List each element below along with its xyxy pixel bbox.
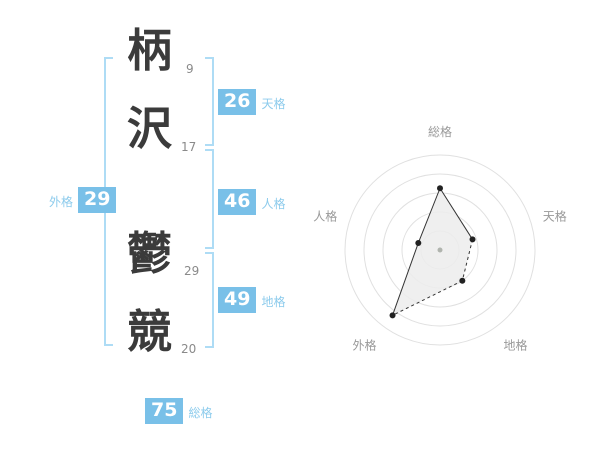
data-point — [469, 236, 476, 243]
grid-ring — [363, 173, 517, 327]
data-point — [415, 239, 422, 246]
radar-chart: 総格天格地格 外格 人格 — [300, 108, 600, 388]
chikaku-value-badge: 49 — [218, 287, 257, 313]
axis-label: 天格 — [543, 209, 567, 224]
data-point — [459, 277, 466, 284]
stroke-count-2: 17 — [181, 140, 197, 154]
tenkaku-label: 天格 — [261, 96, 286, 111]
name-character-1: 柄 — [127, 24, 173, 77]
tenkaku-value-badge: 26 — [218, 89, 257, 115]
data-point — [389, 312, 396, 319]
stroke-count-4: 20 — [181, 342, 197, 356]
chikaku-bracket — [205, 252, 214, 348]
gaikaku-label: 外格 — [49, 194, 74, 209]
gaikaku-row: 外格 29 — [44, 187, 117, 213]
axis-label: 外格 — [353, 337, 377, 352]
radar-polygon-edge — [392, 242, 419, 316]
soukaku-row: 75 総格 — [145, 398, 217, 424]
jinkaku-label: 人格 — [261, 196, 286, 211]
gaikaku-value-badge: 29 — [78, 187, 117, 213]
center-dot — [437, 247, 443, 253]
axis-label: 人格 — [313, 209, 337, 224]
name-character-2: 沢 — [127, 102, 173, 155]
radar-polygon-fill — [392, 188, 473, 316]
radar-polygon-edge — [439, 187, 473, 240]
radar-polygon-edge — [417, 188, 441, 244]
radar-polygon-edge — [392, 280, 463, 316]
grid-ring — [344, 154, 536, 346]
jinkaku-bracket — [205, 149, 214, 249]
jinkaku-row: 46 人格 — [218, 189, 290, 215]
name-character-3: 鬱 — [127, 227, 173, 280]
stroke-count-3: 29 — [184, 264, 200, 278]
axis-label: 地格 — [503, 337, 527, 352]
axis-label: 総格 — [428, 124, 452, 139]
stroke-count-1: 9 — [186, 62, 194, 76]
soukaku-label: 総格 — [188, 405, 213, 420]
jinkaku-value-badge: 46 — [218, 189, 257, 215]
tenkaku-row: 26 天格 — [218, 89, 290, 115]
chikaku-row: 49 地格 — [218, 287, 290, 313]
chikaku-label: 地格 — [261, 294, 286, 309]
data-point — [437, 185, 443, 192]
name-character-4: 競 — [127, 305, 173, 358]
radar-polygon-edge — [461, 239, 474, 281]
tenkaku-bracket — [205, 57, 214, 146]
soukaku-value-badge: 75 — [145, 398, 184, 424]
